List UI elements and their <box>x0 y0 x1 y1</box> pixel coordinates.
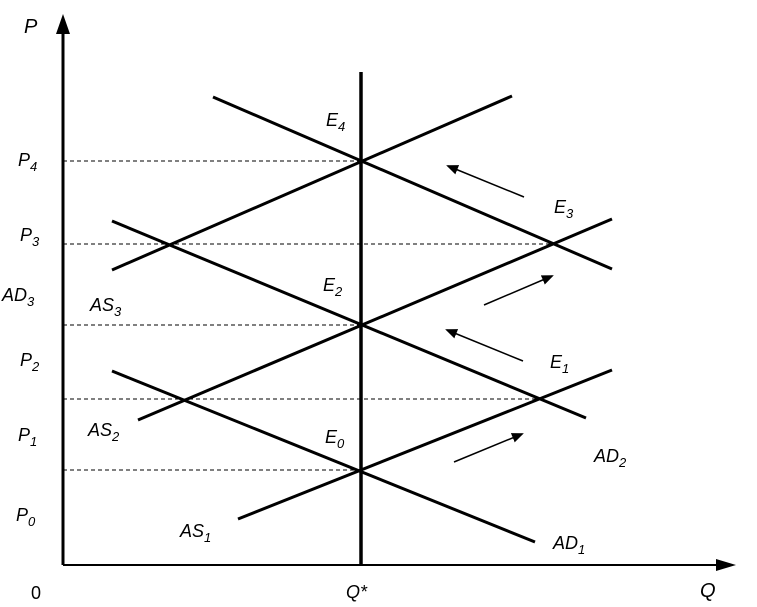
ad2-curve <box>111 219 587 420</box>
e0-label: E0 <box>325 427 345 451</box>
p4-label: P4 <box>18 150 37 174</box>
y-axis-label: P <box>24 16 38 38</box>
ad1-curve <box>111 369 536 544</box>
x-axis-label: Q <box>700 580 716 602</box>
ad2-label: AD2 <box>593 446 627 470</box>
p1-label: P1 <box>18 425 37 449</box>
x-axis-arrowhead <box>716 559 736 571</box>
as3-curve <box>111 94 513 272</box>
e3-label: E3 <box>554 197 574 221</box>
p0-label: P0 <box>16 505 36 529</box>
ad3-curve <box>212 95 613 271</box>
as1-curve <box>237 368 613 521</box>
e1-label: E1 <box>550 352 569 376</box>
as2-label: AS2 <box>87 420 120 444</box>
as2-curve <box>137 217 613 422</box>
ad3-label: AD3 <box>1 285 35 309</box>
origin-label: 0 <box>31 583 41 603</box>
arrow-e3-to-e4 <box>446 165 525 198</box>
q-star-label: Q* <box>346 582 368 602</box>
arrow-e2-to-e3 <box>483 275 554 306</box>
p2-label: P2 <box>20 350 40 374</box>
as3-label: AS3 <box>89 295 122 319</box>
as1-label: AS1 <box>179 521 211 545</box>
e2-label: E2 <box>323 275 343 299</box>
arrow-e0-to-e1 <box>453 433 524 463</box>
p3-label: P3 <box>20 225 40 249</box>
ad1-label: AD1 <box>552 533 585 557</box>
y-axis-arrowhead <box>56 14 70 34</box>
e4-label: E4 <box>326 110 345 134</box>
arrow-e1-to-e2 <box>445 329 524 362</box>
